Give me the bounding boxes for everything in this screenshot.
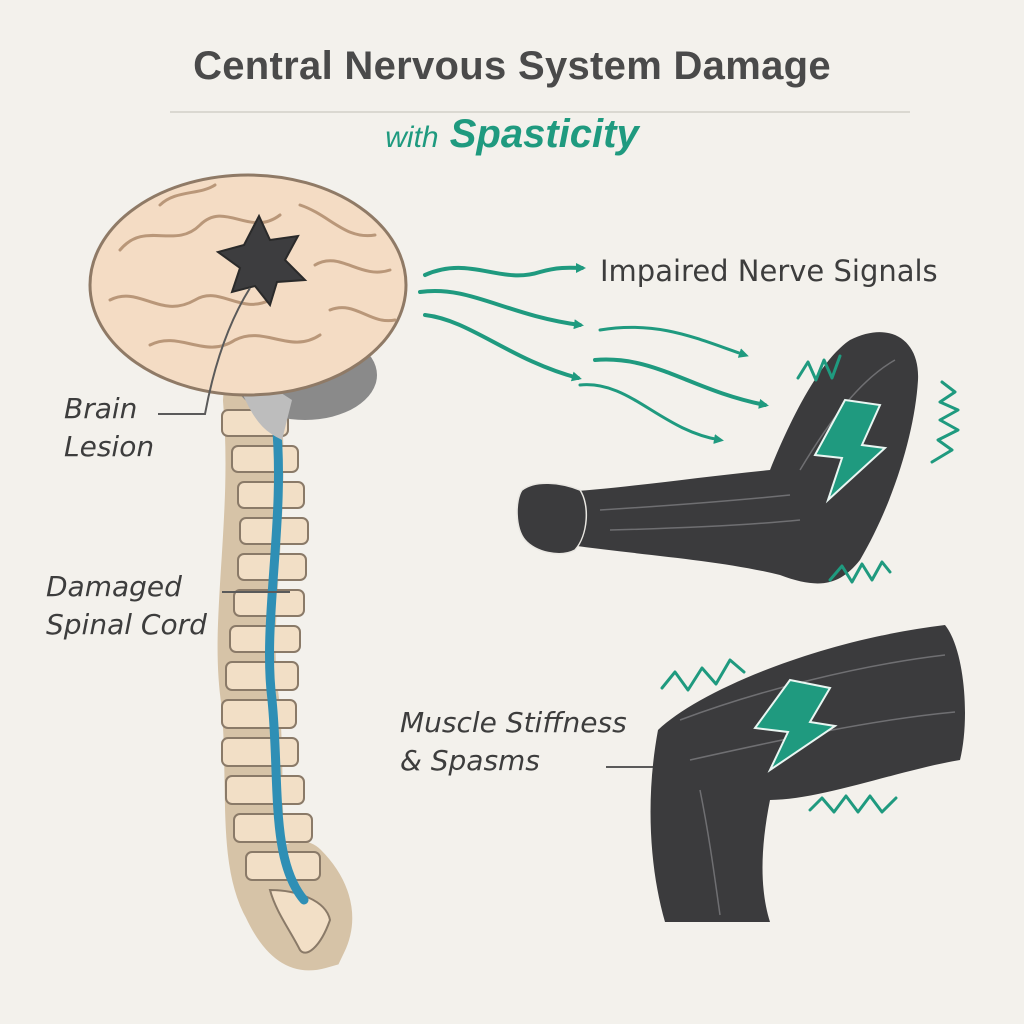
lightning-bolt-icon [753, 678, 838, 773]
subtitle-prefix: with [385, 121, 439, 154]
brain-lesion-label-line: Lesion [64, 430, 155, 463]
brain-lesion-label: Brain Lesion [64, 390, 154, 466]
brain-lesion-label-line: Brain [64, 392, 138, 425]
damaged-spinal-cord-label: Damaged Spinal Cord [46, 568, 207, 644]
muscle-label-line: & Spasms [400, 744, 540, 777]
spasm-zigzag-icon [660, 354, 960, 814]
bent-leg-icon [650, 625, 965, 922]
spinal-cord-label-line: Damaged [46, 570, 182, 603]
page-title: Central Nervous System Damage [193, 44, 831, 88]
page-subtitle: with Spasticity [0, 112, 1024, 157]
spinal-cord-icon [265, 415, 309, 905]
lesion-star-icon [215, 213, 308, 308]
nerve-signal-arrow-icon [418, 262, 769, 444]
subtitle-emphasis: Spasticity [449, 112, 639, 156]
spine-icon [217, 371, 353, 971]
muscle-label-line: Muscle Stiffness [400, 706, 627, 739]
brain-lesion-leader [158, 287, 251, 415]
lightning-bolt-icon [813, 398, 888, 504]
spinal-cord-label-line: Spinal Cord [46, 608, 207, 641]
flexed-arm-icon [516, 332, 919, 584]
muscle-stiffness-label: Muscle Stiffness & Spasms [400, 704, 627, 780]
impaired-nerve-signals-label: Impaired Nerve Signals [600, 254, 938, 288]
